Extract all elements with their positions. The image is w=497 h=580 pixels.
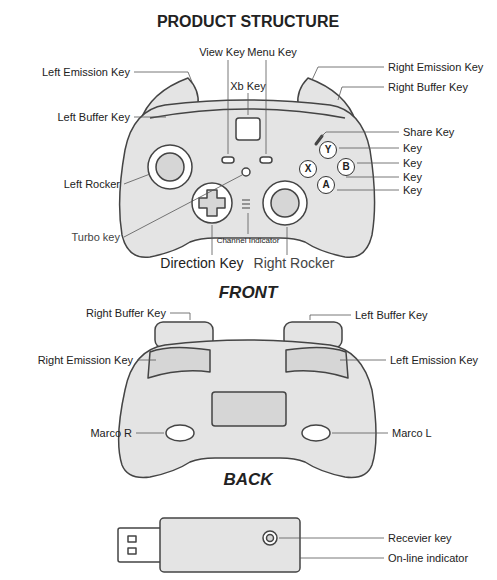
part-label: Channel Indicator: [217, 236, 280, 245]
part-label: BACK: [223, 470, 272, 490]
part-label: Left Buffer Key: [355, 309, 428, 322]
button-letter: X: [305, 164, 312, 174]
part-label: On-line indicator: [388, 552, 468, 565]
part-label: Xb Key: [230, 80, 265, 93]
part-label: Right Emission Key: [388, 61, 483, 74]
part-label: Turbo key: [71, 231, 120, 244]
part-label: Right Rocker: [254, 255, 335, 271]
face-button: A: [317, 176, 335, 194]
part-label: Left Emission Key: [42, 66, 130, 79]
part-label: Key: [403, 157, 422, 170]
part-label: View Key: [199, 46, 245, 59]
part-label: Right Buffer Key: [388, 81, 468, 94]
part-label: Right Buffer Key: [86, 307, 166, 320]
part-label: Marco L: [392, 427, 432, 440]
part-label: Left Rocker: [64, 178, 120, 191]
title: PRODUCT STRUCTURE: [157, 13, 339, 31]
part-label: Key: [403, 184, 422, 197]
part-label: Left Emission Key: [390, 354, 478, 367]
face-button: B: [337, 158, 355, 176]
part-label: Key: [403, 142, 422, 155]
part-label: Recevier key: [388, 532, 452, 545]
part-label: FRONT: [219, 283, 278, 303]
button-letter: A: [322, 180, 329, 190]
part-label: Direction Key: [160, 255, 243, 271]
button-letter: Y: [325, 145, 332, 155]
part-label: Right Emission Key: [38, 354, 133, 367]
part-label: Left Buffer Key: [57, 111, 130, 124]
part-label: Menu Key: [247, 46, 297, 59]
part-label: Marco R: [90, 427, 132, 440]
part-label: Key: [403, 171, 422, 184]
face-button: Y: [319, 141, 337, 159]
part-label: Share Key: [403, 126, 454, 139]
button-letter: B: [342, 162, 349, 172]
face-button: X: [299, 160, 317, 178]
